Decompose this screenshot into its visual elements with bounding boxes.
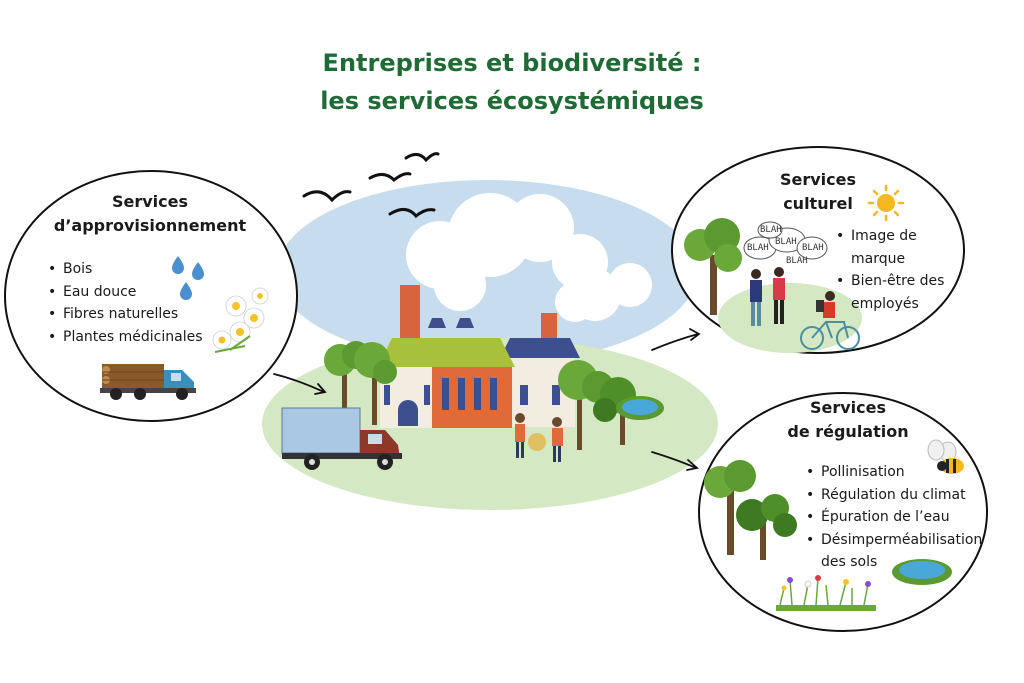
provisioning-list: Bois Eau douce Fibres naturelles Plantes… — [48, 258, 203, 348]
tree-icon — [324, 341, 397, 425]
list-item: Image de — [836, 225, 944, 248]
log-truck-icon — [100, 364, 196, 400]
sun-icon — [867, 184, 905, 222]
list-item: Pollinisation — [806, 461, 982, 484]
truck-icon — [281, 407, 402, 470]
provisioning-title-line-2: d’approvisionnement — [53, 216, 247, 235]
cultural-title-line-1: Services — [779, 170, 857, 189]
arrow-icon — [273, 373, 327, 395]
regulation-heading: Services de régulation — [768, 396, 928, 444]
speech-text: BLAH — [760, 225, 782, 235]
arrow-icon — [651, 451, 699, 471]
speech-text: BLAH — [747, 243, 769, 253]
people-talking-icon — [750, 267, 785, 326]
provisioning-title-line-1: Services — [111, 192, 189, 211]
wildflowers-icon — [776, 575, 876, 611]
list-item-continuation: marque — [851, 250, 906, 267]
arrow-icon — [651, 328, 701, 351]
pond-icon — [892, 559, 952, 585]
pond-icon — [616, 396, 664, 420]
regulation-title-line-2: de régulation — [787, 422, 909, 441]
provisioning-heading: Services d’approvisionnement — [30, 190, 270, 238]
tree-icon — [558, 360, 636, 450]
list-item: Bois — [48, 258, 203, 281]
list-item: Fibres naturelles — [48, 303, 203, 326]
list-item: Eau douce — [48, 281, 203, 304]
list-item-continuation: employés — [851, 295, 919, 312]
cultural-list: Image de marque Bien-être des employés — [836, 225, 944, 315]
smoke-cloud-icon — [406, 193, 652, 322]
regulation-title-line-1: Services — [809, 398, 887, 417]
tree-icon — [704, 460, 797, 560]
speech-text: BLAH — [802, 243, 824, 253]
list-item: Épuration de l’eau — [806, 506, 982, 529]
tree-icon — [684, 218, 742, 315]
worker-icon — [515, 413, 563, 462]
list-item: Bien-être des — [836, 270, 944, 293]
speech-text: BLAH — [775, 237, 797, 247]
title-line-1: Entreprises et biodiversité : — [322, 49, 702, 77]
cultural-heading: Services culturel — [758, 168, 878, 216]
page-title: Entreprises et biodiversité : les servic… — [0, 44, 1024, 120]
list-item: Plantes médicinales — [48, 326, 203, 349]
cultural-title-line-2: culturel — [783, 194, 853, 213]
daisy-flowers-icon — [212, 287, 269, 353]
bird-icon — [302, 152, 440, 219]
cyclist-icon — [800, 291, 860, 350]
list-item: Désimperméabilisation — [806, 529, 982, 552]
regulation-list: Pollinisation Régulation du climat Épura… — [806, 461, 982, 574]
title-line-2: les services écosystémiques — [320, 87, 704, 115]
speech-text: BLAH — [786, 256, 808, 266]
list-item: Régulation du climat — [806, 484, 982, 507]
list-item-continuation: des sols — [821, 554, 878, 570]
speech-cloud-icon — [743, 221, 828, 260]
chimney — [400, 285, 420, 350]
